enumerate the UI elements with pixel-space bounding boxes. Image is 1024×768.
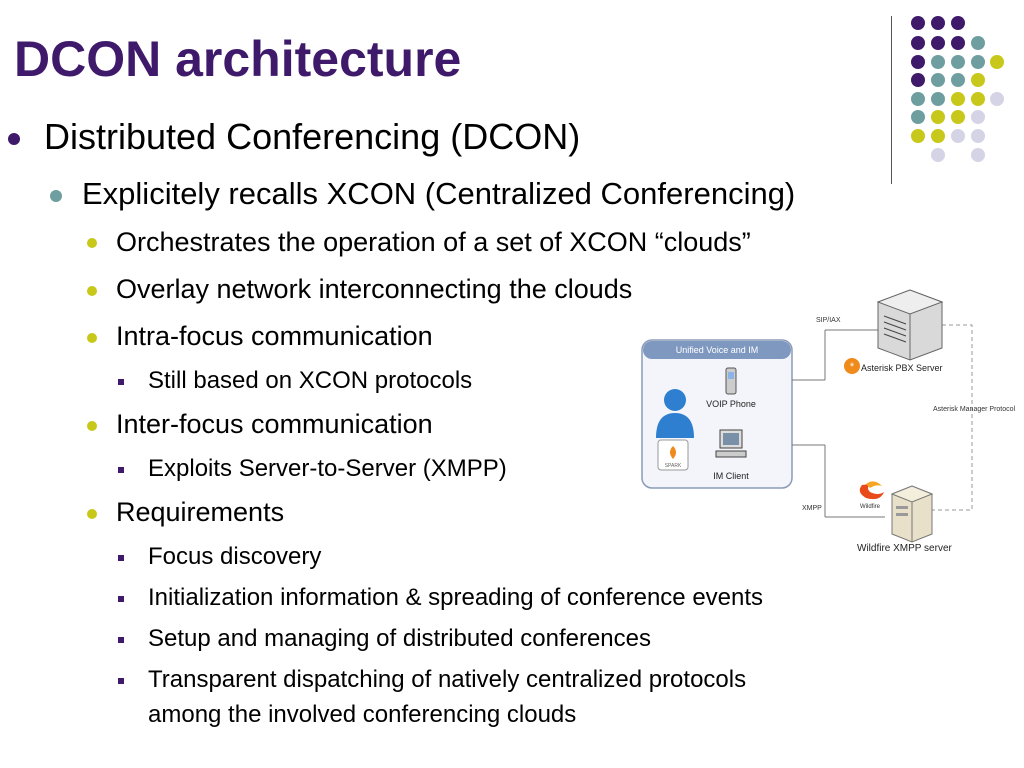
bullet-marker [118,555,124,561]
bullet-marker [118,637,124,643]
bullet-marker [8,133,20,145]
sip-iax-label: SIP/IAX [816,317,841,324]
asterisk-manager-label: Asterisk Manager Protocol [933,406,1016,413]
voip-phone-icon [725,367,737,395]
wildfire-logo-text: Wildfire [860,504,881,510]
wildfire-logo-icon: Wildfire [859,481,884,510]
dot-row-1 [911,16,965,30]
asterisk-logo-icon: * [844,358,860,374]
wildfire-server-label: Wildfire XMPP server [857,543,953,554]
divider-line [891,16,892,184]
bullet-l4-initialization: Initialization information & spreading o… [148,584,764,611]
bullet-l4-xmpp: Exploits Server-to-Server (XMPP) [148,455,507,482]
bullet-marker [87,509,97,519]
bullet-marker [118,467,124,473]
im-client-label: IM Client [713,471,749,481]
dot-row-6 [911,110,985,124]
bullet-l3-overlay: Overlay network interconnecting the clou… [116,274,633,304]
bullet-l1-dcon: Distributed Conferencing (DCON) [44,116,581,157]
bullet-l4-setup: Setup and managing of distributed confer… [148,625,652,652]
bullet-marker [118,678,124,684]
architecture-diagram: Unified Voice and IM SPARK VOIP Phone IM… [641,289,1016,554]
bullet-marker [87,238,97,248]
bullet-l3-orchestrates: Orchestrates the operation of a set of X… [116,227,751,257]
unified-cloud-header [643,341,791,359]
im-client-computer-icon [715,429,747,458]
user-icon [656,389,694,438]
page-title: DCON architecture [14,31,462,87]
dot-row-7 [911,129,985,143]
bullet-l3-inter-focus: Inter-focus communication [116,409,433,439]
bullet-marker [118,596,124,602]
bullet-l2-xcon: Explicitely recalls XCON (Centralized Co… [82,176,796,211]
voip-phone-label: VOIP Phone [706,399,756,409]
dot-row-2 [911,36,985,50]
dot-row-5 [911,92,1004,106]
bullet-l4-xcon-protocols: Still based on XCON protocols [148,367,473,394]
bullet-l3-intra-focus: Intra-focus communication [116,321,433,351]
bullet-marker [87,421,97,431]
dot-row-3 [911,55,1004,69]
spark-logo-text: SPARK [665,463,682,469]
decorative-dot-grid [911,16,1004,162]
bullet-marker [50,190,62,202]
asterisk-server-label: Asterisk PBX Server [861,363,943,373]
xmpp-label: XMPP [802,505,822,512]
asterisk-server-icon [876,289,944,361]
bullet-l4-transparent-line2: among the involved conferencing clouds [148,701,577,728]
bullet-marker [118,379,124,385]
bullet-l4-focus-discovery: Focus discovery [148,543,322,570]
dot-row-8 [931,148,985,162]
wildfire-server-icon [890,485,934,543]
dot-row-4 [911,73,985,87]
bullet-l3-requirements: Requirements [116,497,285,527]
spark-logo-icon: SPARK [657,439,689,471]
unified-cloud-title: Unified Voice and IM [676,345,759,355]
svg-text:*: * [850,361,855,373]
bullet-l4-transparent-line1: Transparent dispatching of natively cent… [148,666,747,693]
bullet-marker [87,333,97,343]
bullet-marker [87,286,97,296]
asterisk-manager-link [930,324,973,511]
